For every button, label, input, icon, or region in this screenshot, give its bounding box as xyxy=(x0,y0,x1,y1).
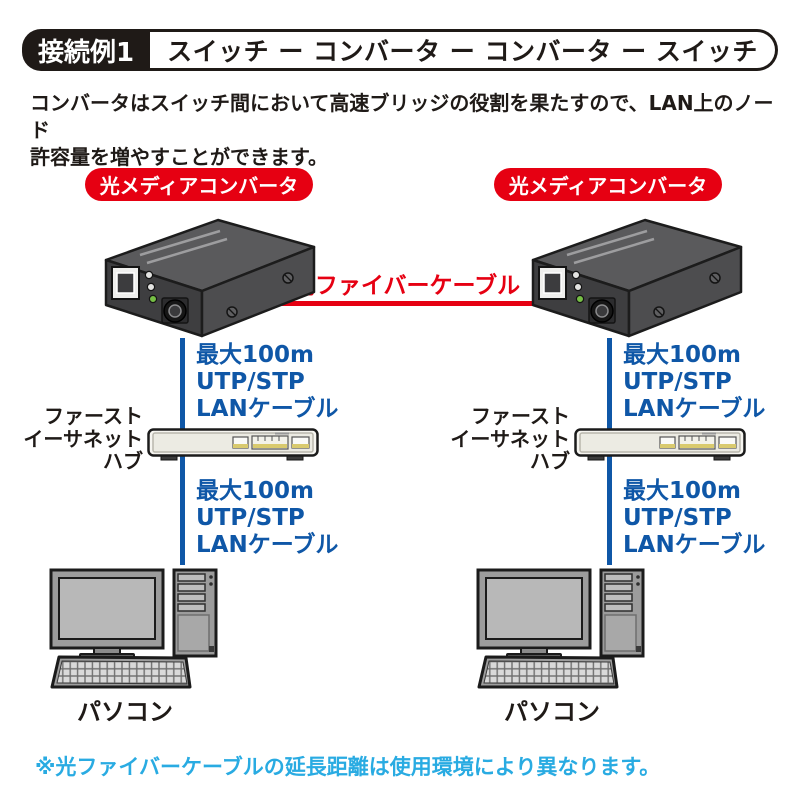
lan-cable-label-upper: 最大100m UTP/STP LANケーブル xyxy=(623,342,766,422)
pc-label: パソコン xyxy=(504,698,600,726)
rj45-port-opening xyxy=(116,272,135,294)
desktop-pc-illustration xyxy=(476,568,645,689)
hub-print xyxy=(275,432,289,435)
tower-button xyxy=(636,582,640,586)
drive-bay xyxy=(177,593,206,602)
drive-bay xyxy=(604,583,633,592)
fast-ethernet-hub-label: ファースト イーサネット ハブ xyxy=(450,404,570,473)
network-column-right: 光メディアコンバータ 最大100m UTP/STP LANケーブル ファースト … xyxy=(427,160,800,760)
pc-label: パソコン xyxy=(77,698,173,726)
header: 接続例1 スイッチ ー コンバータ ー コンバータ ー スイッチ xyxy=(22,29,778,71)
lan-cable-label-lower: 最大100m UTP/STP LANケーブル xyxy=(196,478,339,558)
tower-foot xyxy=(209,646,214,652)
media-converter-illustration xyxy=(104,218,316,338)
desktop-pc-illustration xyxy=(49,568,218,689)
media-converter-badge: 光メディアコンバータ xyxy=(494,168,722,201)
drive-bay xyxy=(604,573,633,582)
rj45-port-opening xyxy=(543,272,562,294)
footnote: ※光ファイバーケーブルの延長距離は使用環境により異なります。 xyxy=(35,755,661,779)
led-indicator xyxy=(144,270,154,280)
fiber-jack-inner xyxy=(595,304,609,318)
page-title: スイッチ ー コンバータ ー コンバータ ー スイッチ xyxy=(150,29,778,71)
led-indicator xyxy=(573,282,583,292)
drive-bay xyxy=(177,583,206,592)
tower-foot xyxy=(636,646,641,652)
monitor-screen xyxy=(485,577,583,640)
converter-top-print xyxy=(139,229,228,265)
led-indicator-green xyxy=(575,294,585,304)
tower-panel xyxy=(177,614,210,652)
fiber-cable-line xyxy=(265,301,545,306)
description: コンバータはスイッチ間において高速ブリッジの役割を果たすので、LAN上のノード … xyxy=(30,90,780,171)
description-line-1: コンバータはスイッチ間において高速ブリッジの役割を果たすので、LAN上のノード xyxy=(30,91,774,142)
drive-bay xyxy=(177,573,206,582)
media-converter-badge: 光メディアコンバータ xyxy=(85,168,313,201)
tower-panel xyxy=(604,614,637,652)
fiber-cable-label: 光ファイバーケーブル xyxy=(291,273,521,299)
fast-ethernet-hub-label: ファースト イーサネット ハブ xyxy=(23,404,143,473)
led-indicator xyxy=(146,282,156,292)
description-line-2: 許容量を増やすことができます。 xyxy=(30,145,328,169)
drive-bay xyxy=(604,593,633,602)
drive-bay xyxy=(604,603,633,612)
tower-button xyxy=(636,575,640,579)
drive-bay xyxy=(177,603,206,612)
led-indicator-green xyxy=(148,294,158,304)
keyboard-keys xyxy=(483,660,615,685)
network-column-left: 光メディアコンバータ 最大100m UTP/STP LANケーブル ファースト … xyxy=(0,160,400,760)
monitor-screen xyxy=(58,577,156,640)
lan-cable-label-lower: 最大100m UTP/STP LANケーブル xyxy=(623,478,766,558)
ethernet-hub-illustration xyxy=(147,428,319,461)
example-number-badge: 接続例1 xyxy=(22,29,150,71)
keyboard-keys xyxy=(56,660,188,685)
lan-cable-label-upper: 最大100m UTP/STP LANケーブル xyxy=(196,342,339,422)
tower-button xyxy=(209,582,213,586)
led-indicator xyxy=(571,270,581,280)
hub-print xyxy=(702,432,716,435)
tower-button xyxy=(209,575,213,579)
converter-top-print xyxy=(566,229,655,265)
media-converter-illustration xyxy=(531,218,743,338)
fiber-jack-inner xyxy=(168,304,182,318)
ethernet-hub-illustration xyxy=(574,428,746,461)
